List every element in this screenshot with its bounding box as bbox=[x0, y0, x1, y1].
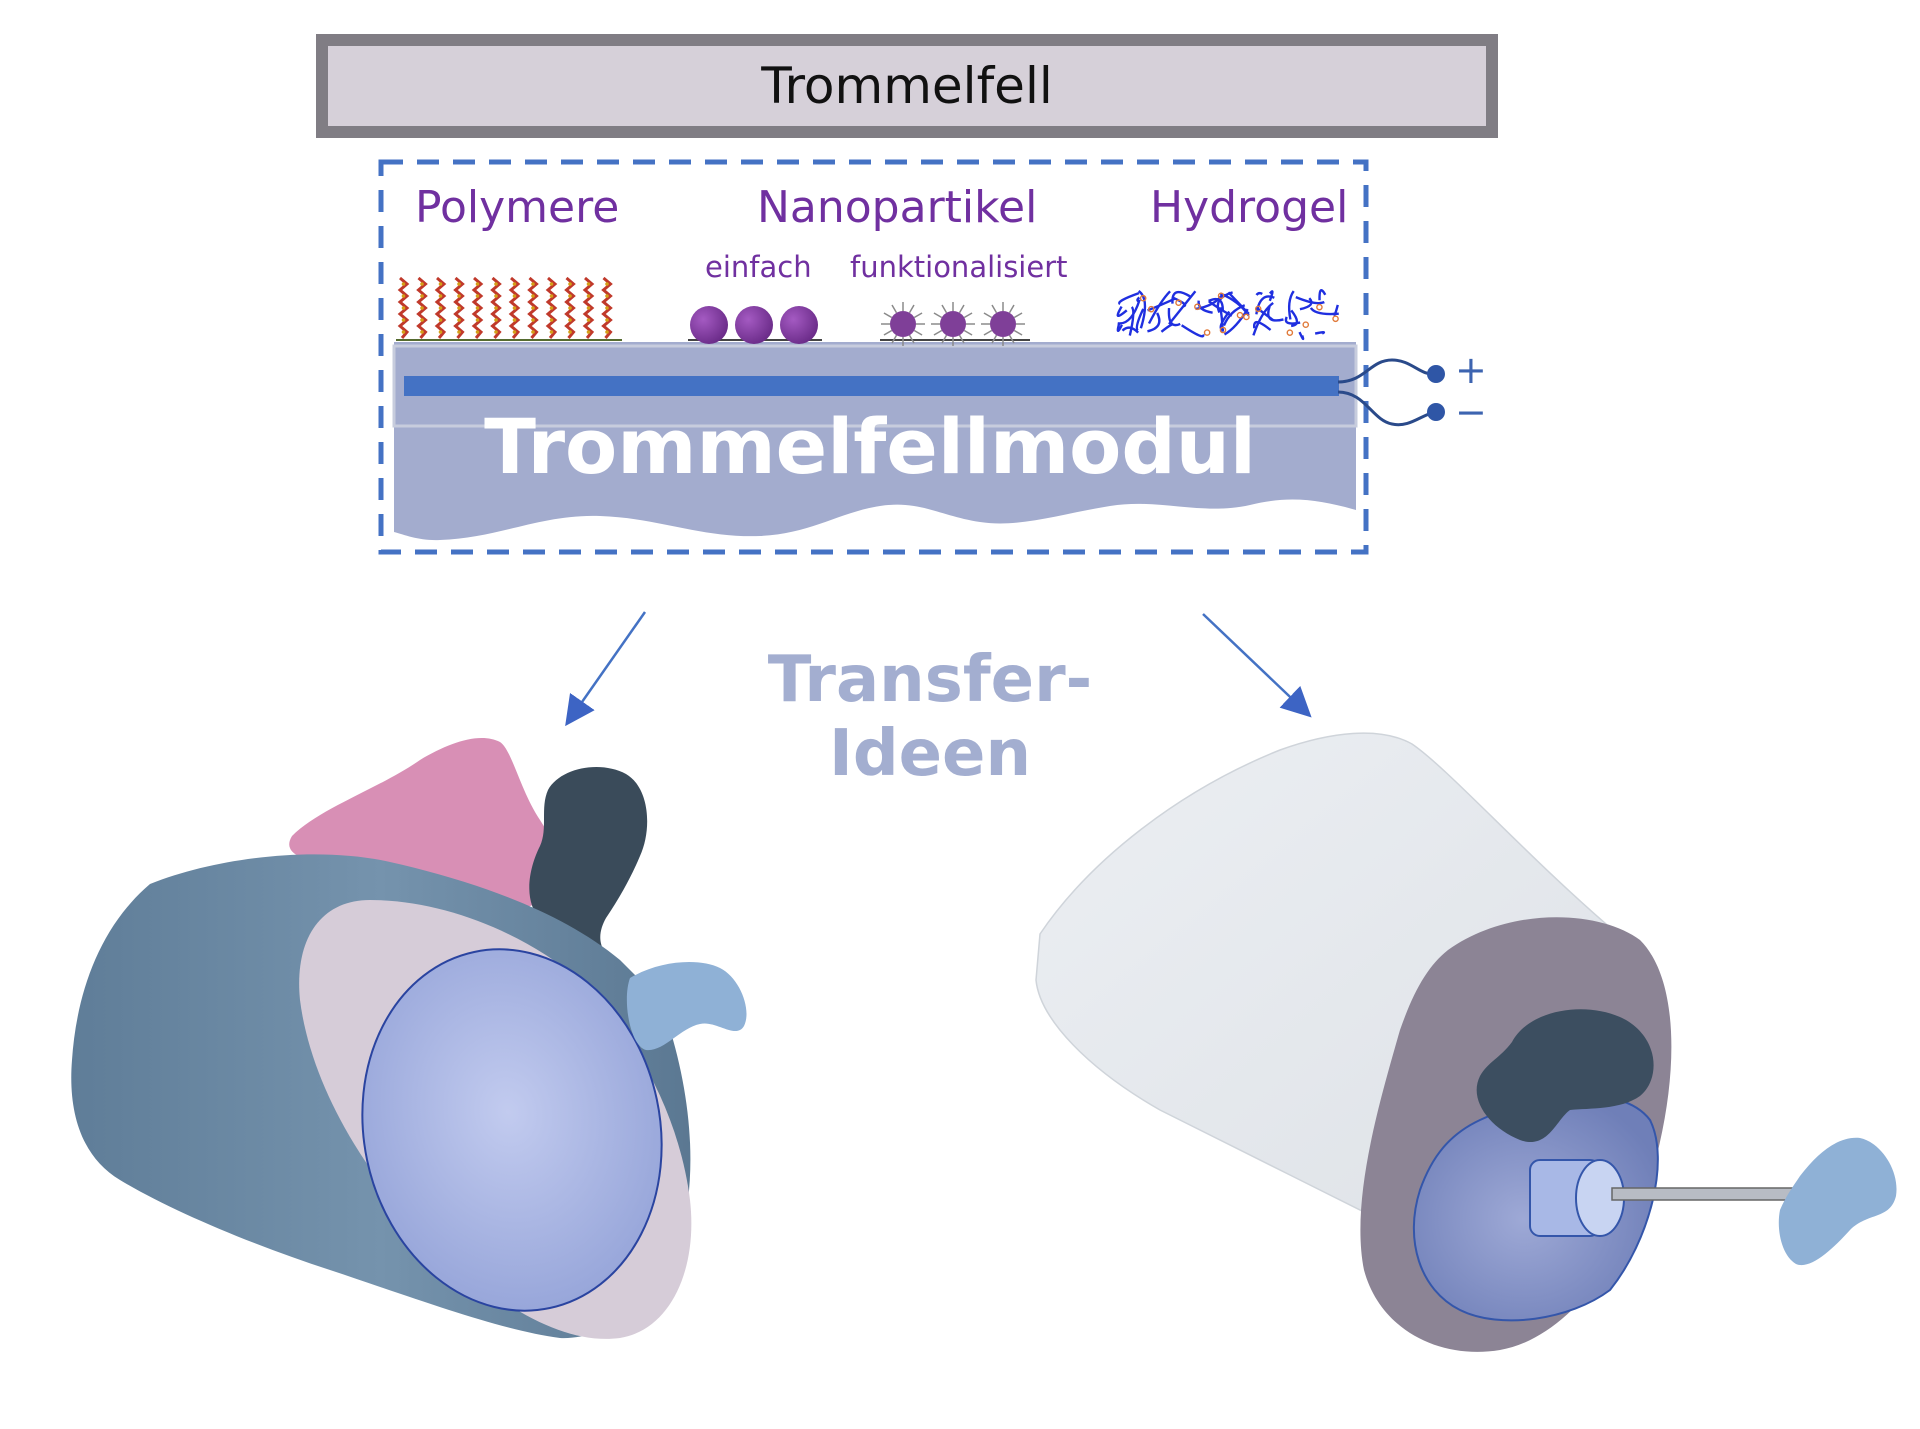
terminal-minus bbox=[1427, 403, 1445, 421]
eardrum-membrane-left bbox=[361, 948, 663, 1312]
transfer-ideas-label: Transfer-Ideen bbox=[767, 643, 1093, 791]
electrode-strip bbox=[404, 376, 1339, 396]
nanoparticle-functionalized-label: funktionalisiert bbox=[850, 250, 1068, 284]
functionalized-nanoparticle-icon bbox=[880, 302, 1030, 346]
terminal-plus bbox=[1427, 365, 1445, 383]
actuator-rod bbox=[1611, 1187, 1803, 1201]
dark-ossicle-right bbox=[1476, 1009, 1654, 1143]
polymer-brush-icon bbox=[396, 276, 622, 341]
terminal-minus-label: − bbox=[1455, 390, 1487, 434]
lightblue-ossicle-right bbox=[1778, 1137, 1897, 1266]
category-hydrogel: Hydrogel bbox=[1150, 182, 1349, 233]
dark-ossicle bbox=[529, 767, 648, 968]
wire-minus bbox=[1337, 390, 1437, 427]
terminal-plus-label: + bbox=[1455, 348, 1487, 392]
module-title: Trommelfellmodul bbox=[484, 402, 1256, 491]
eardrum-header: Trommelfell bbox=[316, 34, 1498, 138]
hydrogel-network-icon bbox=[1116, 289, 1339, 341]
nanoparticle-simple-label: einfach bbox=[705, 250, 812, 284]
category-polymers: Polymere bbox=[415, 182, 620, 233]
ear-canal-model-left bbox=[71, 738, 747, 1339]
arrow-left bbox=[565, 611, 647, 727]
ear-canal-model-right bbox=[1035, 732, 1897, 1352]
arrow-right bbox=[1202, 613, 1312, 718]
eardrum-title: Trommelfell bbox=[761, 57, 1053, 115]
nanoparticle-icon bbox=[688, 306, 822, 344]
lightblue-ossicle bbox=[626, 962, 747, 1051]
category-nanoparticles: Nanopartikel bbox=[757, 182, 1038, 233]
wire-plus bbox=[1337, 358, 1437, 384]
